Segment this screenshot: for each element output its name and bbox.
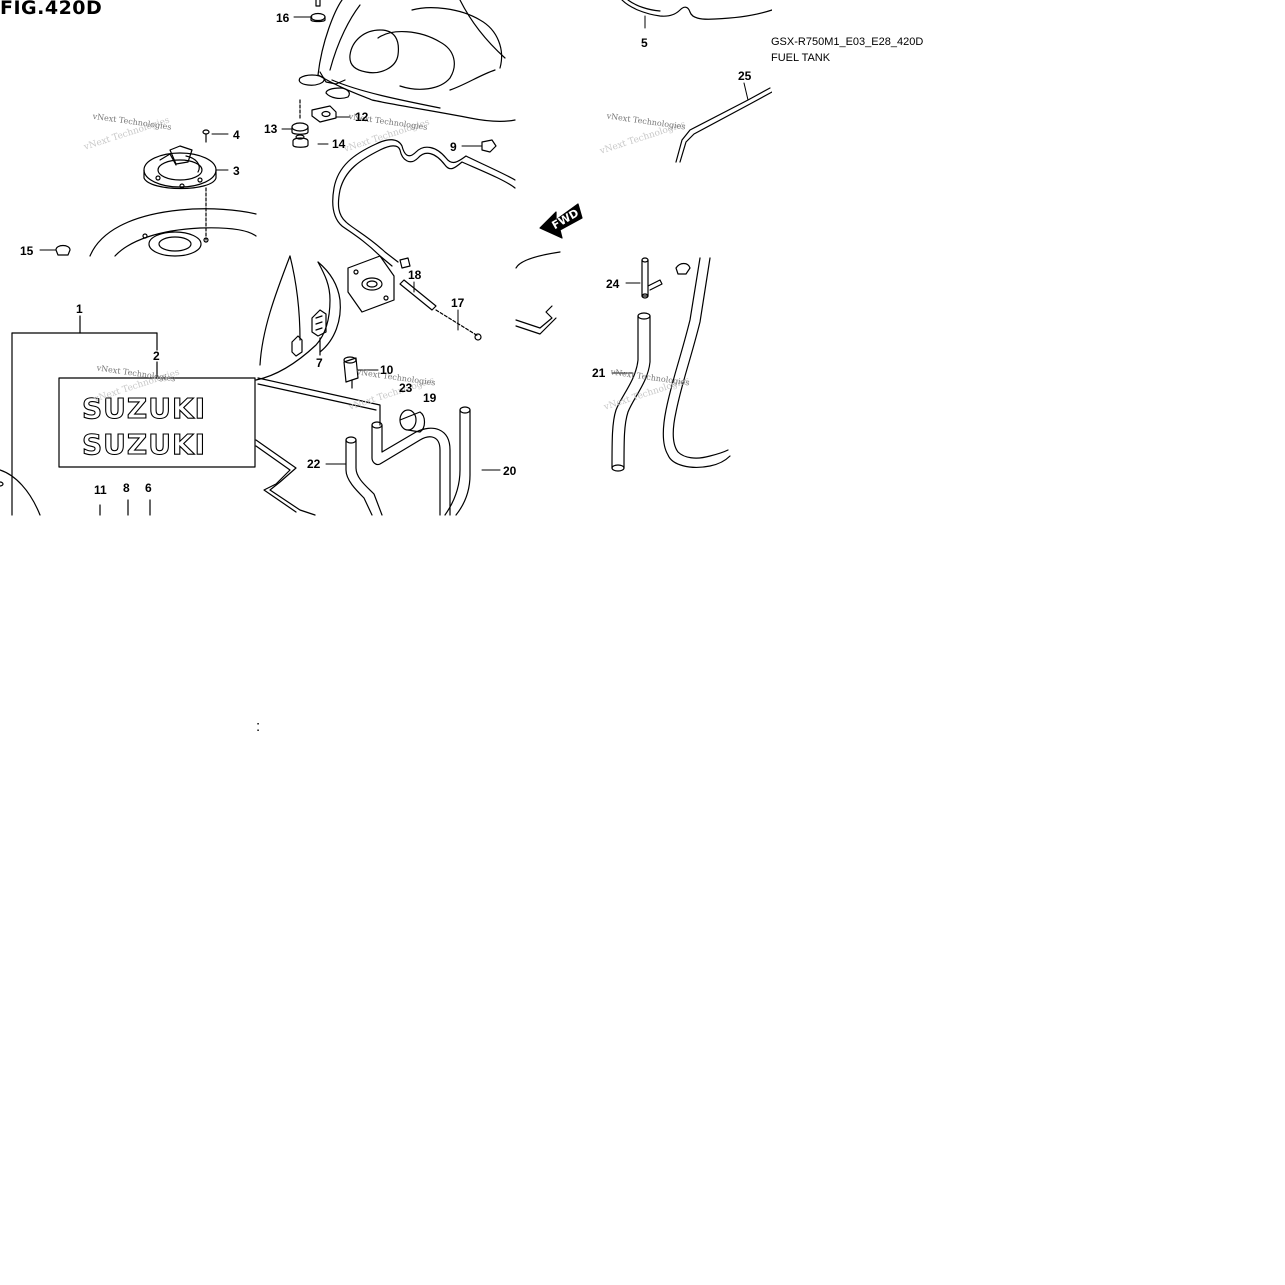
- part-number: 17: [451, 296, 465, 310]
- part-number: 18: [408, 268, 422, 282]
- part-20-hose: [444, 406, 471, 516]
- figure-title: FIG.420D: [0, 0, 103, 19]
- tank-side-wall: [255, 255, 341, 381]
- diagram-name: FUEL TANK: [771, 52, 831, 64]
- part-number: 10: [380, 363, 394, 377]
- part-number: 6: [145, 481, 152, 495]
- part-14-bushing: [292, 134, 309, 148]
- part-number: 22: [307, 457, 321, 471]
- part-12-bracket: [311, 105, 337, 123]
- part-23-sleeve: [399, 409, 426, 433]
- vent-hose-loop: [332, 139, 516, 267]
- watermark: vNext Technologies: [605, 111, 686, 131]
- part-21-hose: [611, 312, 651, 472]
- part-number: 2: [153, 349, 160, 363]
- part-number: 14: [332, 137, 346, 151]
- part-9-clip: [481, 139, 497, 153]
- part-15-cap: [55, 244, 71, 256]
- decal-brand-bottom: SUZUKI: [82, 428, 206, 461]
- part-number: 16: [276, 11, 290, 25]
- part-17-bolt: [399, 279, 482, 341]
- part-10-valve: [343, 356, 359, 389]
- leader-lines: [39, 15, 749, 471]
- part-number: 19: [423, 391, 437, 405]
- part-number: 4: [233, 128, 240, 142]
- part-1-decal-set-bracket: [11, 315, 158, 516]
- part-number: 21: [592, 366, 606, 380]
- fuel-line-right: [515, 251, 561, 335]
- fwd-direction-arrow: [539, 203, 583, 239]
- part-number: 8: [123, 481, 130, 495]
- part-number: 23: [399, 381, 413, 395]
- part-number: 7: [316, 356, 323, 370]
- tank-front-edge: [0, 469, 41, 516]
- part-number: 12: [355, 110, 369, 124]
- part-number: 9: [450, 140, 457, 154]
- fwd-label: FWD: [550, 206, 581, 232]
- part-24-joint: [641, 257, 663, 299]
- parts-11-8-6: [99, 499, 151, 516]
- watermark: vNext Technologies: [609, 367, 690, 387]
- part-25-pipe: [675, 87, 773, 163]
- diagram-code: GSX-R750M1_E03_E28_420D: [771, 36, 924, 48]
- decal-brand-top: SUZUKI: [82, 392, 206, 425]
- drain-hose-long: [662, 257, 731, 468]
- part-18-plate: [347, 255, 411, 313]
- fuel-tank-lower-left: [89, 208, 257, 257]
- watermark: vNext Technologies: [355, 367, 436, 387]
- part-22-hose: [345, 436, 383, 516]
- fuel-cap-assembly: [143, 145, 217, 241]
- part-2-decal-frame: [58, 377, 256, 468]
- part-number: 20: [503, 464, 517, 478]
- part-number: 25: [738, 69, 752, 83]
- fuel-tank-upper: [298, 0, 516, 122]
- part-7-grommets: [291, 309, 327, 357]
- part-number: 5: [641, 36, 648, 50]
- part-number: 24: [606, 277, 620, 291]
- part-number: 13: [264, 122, 278, 136]
- part-number: 11: [94, 483, 107, 497]
- hose-frame-lines: [255, 377, 381, 516]
- part-16-washer: [310, 0, 326, 23]
- part-number: 1: [76, 302, 83, 316]
- part-number-labels: 16 5 25 13 12 14 9 4 3 15 18 17 24 1 2 7…: [20, 11, 752, 497]
- tank-cover-arc: [621, 0, 773, 20]
- part-number: 15: [20, 244, 34, 258]
- part-13-cushion: [291, 99, 309, 135]
- part-19-hose: [371, 421, 451, 516]
- part-4-bolt: [202, 129, 210, 143]
- stray-mark: :: [256, 718, 261, 735]
- part-number: 3: [233, 164, 240, 178]
